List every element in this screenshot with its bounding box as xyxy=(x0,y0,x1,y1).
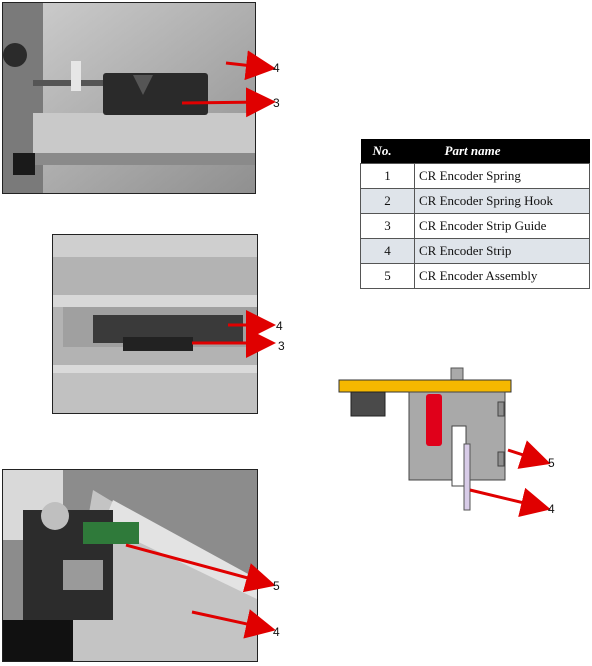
row-number: 1 xyxy=(360,163,415,189)
callout-photo1-4: 4 xyxy=(273,61,280,75)
row-number: 3 xyxy=(360,213,415,239)
table-row: 1 CR Encoder Spring xyxy=(360,163,590,189)
photo-3-illustration xyxy=(3,470,257,661)
callout-photo1-3: 3 xyxy=(273,96,280,110)
row-number: 4 xyxy=(360,238,415,264)
photo-1-illustration xyxy=(3,3,255,193)
table-row: 4 CR Encoder Strip xyxy=(360,238,590,264)
row-part-name: CR Encoder Strip xyxy=(414,238,590,264)
callout-photo3-4: 4 xyxy=(273,625,280,639)
table-row: 2 CR Encoder Spring Hook xyxy=(360,188,590,214)
part-name-table: No. Part name 1 CR Encoder Spring 2 CR E… xyxy=(360,139,590,289)
table-row: 5 CR Encoder Assembly xyxy=(360,263,590,289)
row-number: 2 xyxy=(360,188,415,214)
row-part-name: CR Encoder Assembly xyxy=(414,263,590,289)
photo-encoder-strip-guide-top xyxy=(2,2,256,194)
callout-photo2-4: 4 xyxy=(276,319,283,333)
table-row: 3 CR Encoder Strip Guide xyxy=(360,213,590,239)
photo-2-illustration xyxy=(53,235,257,413)
row-part-name: CR Encoder Spring Hook xyxy=(414,188,590,214)
table-header-row: No. Part name xyxy=(360,139,590,164)
row-part-name: CR Encoder Strip Guide xyxy=(414,213,590,239)
callout-diagram-5: 5 xyxy=(548,456,555,470)
header-part-name: Part name xyxy=(414,139,590,164)
callout-diagram-4: 4 xyxy=(548,502,555,516)
header-no: No. xyxy=(360,139,415,164)
photo-encoder-assembly xyxy=(2,469,258,662)
encoder-cross-section-diagram xyxy=(338,367,512,511)
row-part-name: CR Encoder Spring xyxy=(414,163,590,189)
row-number: 5 xyxy=(360,263,415,289)
callout-photo3-5: 5 xyxy=(273,579,280,593)
callout-photo2-3: 3 xyxy=(278,339,285,353)
photo-encoder-strip-side xyxy=(52,234,258,414)
